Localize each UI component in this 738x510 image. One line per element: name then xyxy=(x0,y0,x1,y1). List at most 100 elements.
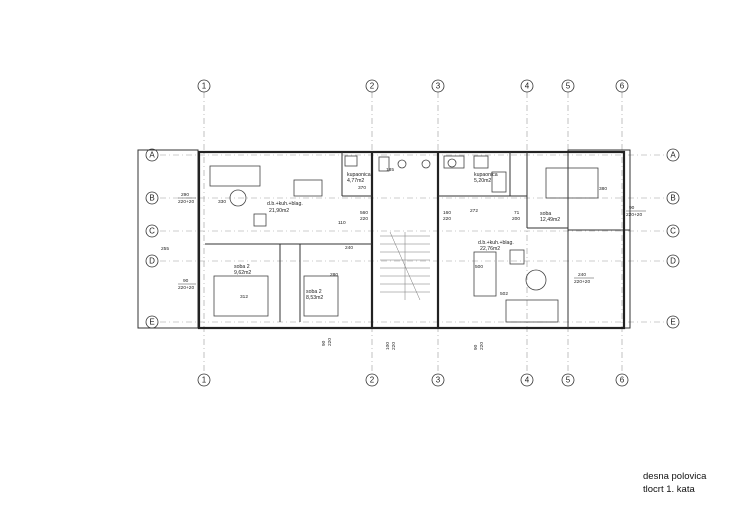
svg-text:2: 2 xyxy=(370,376,375,385)
axis-bubble-D-left: D xyxy=(145,254,159,268)
axis-bubble-A-right: A xyxy=(666,148,680,162)
plan-caption: desna polovica tlocrt 1. kata xyxy=(643,470,706,496)
svg-text:4: 4 xyxy=(525,376,530,385)
dim-312: 312 xyxy=(240,294,248,300)
dim-500: 500 xyxy=(475,264,483,270)
furniture-bedrooms xyxy=(213,167,599,317)
dim-win-b-left-bottom: 220+20 xyxy=(178,199,194,205)
dim-380: 380 xyxy=(599,186,607,192)
room-label-bedroom-right-name: soba xyxy=(540,211,551,217)
svg-text:5: 5 xyxy=(566,376,571,385)
dim-bottom-90-top: 90 xyxy=(321,340,327,346)
room-label-bath-right-area: 5,20m2 xyxy=(474,178,491,184)
axis-bubble-E-left: E xyxy=(145,315,159,329)
dim-110: 110 xyxy=(338,220,346,226)
axis-bubble-6-top: 6 xyxy=(615,79,629,93)
interior-walls xyxy=(205,152,569,328)
room-label-bedroom2-left-area: 9,62m2 xyxy=(234,270,251,276)
axis-bubble-3-bottom: 3 xyxy=(431,373,445,387)
dim-560-top: 560 xyxy=(360,210,368,216)
furniture-left-living xyxy=(209,165,323,227)
room-label-bath-right-name: kupaonica xyxy=(474,172,498,178)
dim-bottom-mid-bottom: 220 xyxy=(479,342,485,350)
axis-bubble-D-right: D xyxy=(666,254,680,268)
svg-text:B: B xyxy=(670,194,675,203)
furniture-right-living xyxy=(473,249,559,323)
axis-bubbles-left: A B C D E xyxy=(145,148,159,329)
room-label-bedroom-right-area: 12,49m2 xyxy=(540,217,560,223)
dim-win-b-right-top: 90 xyxy=(629,205,635,211)
dim-win-d-right-bottom: 220+20 xyxy=(574,279,590,285)
dimension-labels: 290 220+20 90 220+20 90 220+20 240 220+2… xyxy=(161,167,646,350)
axis-bubble-E-right: E xyxy=(666,315,680,329)
room-label-bedroom2b-left-area: 8,53m2 xyxy=(306,295,323,301)
room-label-bath-left-name: kupaonica xyxy=(347,172,371,178)
axis-bubble-6-bottom: 6 xyxy=(615,373,629,387)
dim-280: 280 xyxy=(330,272,338,278)
horizontal-axes xyxy=(160,154,664,323)
room-label-living-right-name: d.b.+kuh.+blag. xyxy=(478,240,514,246)
svg-text:A: A xyxy=(149,151,155,160)
svg-text:3: 3 xyxy=(436,376,441,385)
dim-win-d-right-top: 240 xyxy=(578,272,586,278)
dim-160-bottom: 220 xyxy=(443,216,451,222)
axis-bubble-A-left: A xyxy=(145,148,159,162)
dim-255: 255 xyxy=(161,246,169,252)
axis-bubble-C-left: C xyxy=(145,224,159,238)
svg-text:E: E xyxy=(670,318,675,327)
svg-text:1: 1 xyxy=(202,82,207,91)
svg-text:B: B xyxy=(149,194,154,203)
dim-71-bottom: 200 xyxy=(512,216,520,222)
svg-text:5: 5 xyxy=(566,82,571,91)
svg-text:1: 1 xyxy=(202,376,207,385)
dim-win-b-left-top: 290 xyxy=(181,192,189,198)
svg-text:4: 4 xyxy=(525,82,530,91)
dim-185: 185 xyxy=(386,167,394,173)
axis-bubble-B-right: B xyxy=(666,191,680,205)
axis-bubble-C-right: C xyxy=(666,224,680,238)
axis-bubble-2-bottom: 2 xyxy=(365,373,379,387)
room-label-bedroom2-left-name: soba 2 xyxy=(234,264,250,270)
axis-bubble-3-top: 3 xyxy=(431,79,445,93)
svg-text:A: A xyxy=(670,151,676,160)
dim-bottom-100-bottom: 220 xyxy=(391,342,397,350)
dim-272: 272 xyxy=(470,208,478,214)
room-label-bath-left-area: 4,77m2 xyxy=(347,178,364,184)
axis-bubbles-right: A B C D E xyxy=(666,148,680,329)
vertical-axes xyxy=(203,92,623,374)
dim-330: 330 xyxy=(218,199,226,205)
axis-bubble-1-bottom: 1 xyxy=(197,373,211,387)
svg-text:6: 6 xyxy=(620,376,625,385)
axis-bubble-4-top: 4 xyxy=(520,79,534,93)
dim-win-d-left-top: 90 xyxy=(183,278,189,284)
room-label-living-right-area: 22,76m2 xyxy=(480,246,500,252)
room-label-living-left-name: d.b.+kuh.+blag. xyxy=(267,201,303,207)
svg-text:C: C xyxy=(670,227,676,236)
axis-bubble-4-bottom: 4 xyxy=(520,373,534,387)
svg-text:C: C xyxy=(149,227,155,236)
dim-71-top: 71 xyxy=(514,210,520,216)
svg-text:D: D xyxy=(149,257,155,266)
axis-bubble-1-top: 1 xyxy=(197,79,211,93)
room-labels: d.b.+kuh.+blag. 21,90m2 kupaonica 4,77m2… xyxy=(234,172,560,301)
dim-win-b-right-bottom: 220+20 xyxy=(626,212,642,218)
dim-160-top: 160 xyxy=(443,210,451,216)
dim-370: 370 xyxy=(358,185,366,191)
axis-bubbles-top: 1 2 3 4 5 6 xyxy=(197,79,629,93)
svg-text:3: 3 xyxy=(436,82,441,91)
axis-bubbles-bottom: 1 2 3 4 5 6 xyxy=(197,373,629,387)
svg-text:6: 6 xyxy=(620,82,625,91)
axis-bubble-5-top: 5 xyxy=(561,79,575,93)
caption-line-1: desna polovica xyxy=(643,471,707,482)
dim-win-d-left-bottom: 220+20 xyxy=(178,285,194,291)
dim-560-bottom: 220 xyxy=(360,216,368,222)
dim-502: 502 xyxy=(500,291,508,297)
room-label-bedroom2b-left-name: soba 2 xyxy=(306,289,322,295)
staircase xyxy=(380,231,430,301)
room-label-living-left-area: 21,90m2 xyxy=(269,208,289,214)
outer-walls xyxy=(197,150,626,330)
svg-text:E: E xyxy=(149,318,154,327)
axis-bubble-2-top: 2 xyxy=(365,79,379,93)
dim-240: 240 xyxy=(345,245,353,251)
